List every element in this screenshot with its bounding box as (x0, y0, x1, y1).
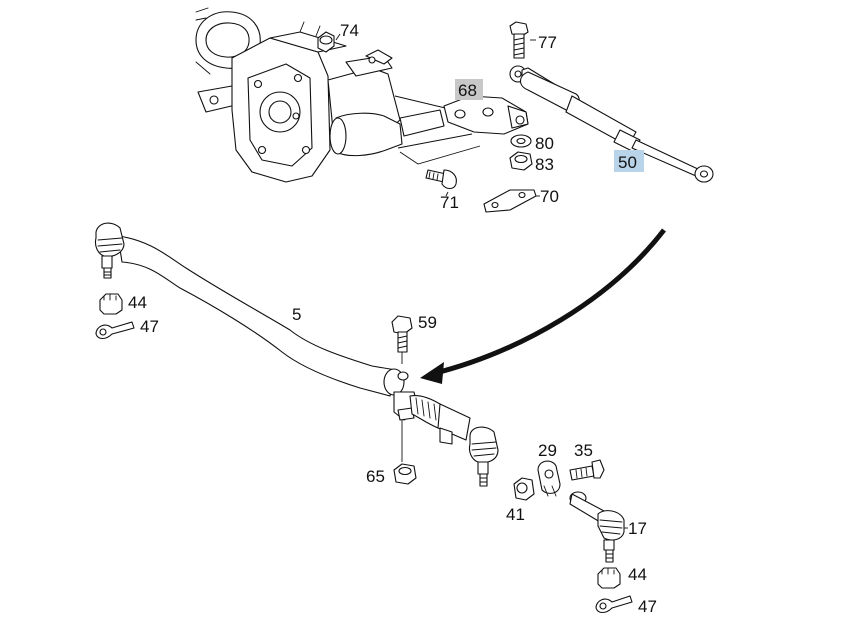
part-80-washer[interactable] (510, 134, 532, 148)
axle-housing (195, 7, 481, 183)
callout-5: 5 (292, 305, 301, 324)
part-68-bracket[interactable] (443, 95, 529, 135)
part-41-nut[interactable] (513, 477, 535, 501)
callout-41: 41 (506, 505, 525, 524)
callout-83: 83 (535, 155, 554, 174)
part-77-bolt[interactable] (509, 21, 536, 59)
part-83-nut[interactable] (509, 151, 533, 171)
callout-71: 71 (440, 193, 459, 212)
callout-50-highlight (614, 150, 644, 172)
callout-35: 35 (574, 441, 593, 460)
part-71-bolt[interactable] (425, 169, 457, 197)
tie-rod-left-ball-joint[interactable] (94, 222, 125, 279)
part-5-tie-rod[interactable] (117, 235, 409, 397)
tie-rod-clamp[interactable] (393, 391, 471, 462)
part-35-bolt[interactable] (569, 459, 605, 481)
part-47-cotter-pin-right[interactable] (595, 595, 633, 614)
callout-44-right: 44 (628, 565, 647, 584)
callout-50[interactable]: 50 (618, 153, 637, 172)
callout-77: 77 (538, 33, 557, 52)
callout-74: 74 (340, 21, 359, 40)
tie-rod-right-ball-joint[interactable] (468, 426, 499, 487)
part-70-plate[interactable] (483, 189, 540, 213)
callout-44-left: 44 (128, 293, 147, 312)
part-50-steering-damper[interactable] (509, 65, 714, 183)
callout-47-left: 47 (140, 317, 159, 336)
callout-70: 70 (540, 187, 559, 206)
callout-29: 29 (538, 441, 557, 460)
part-44-castle-nut-left[interactable] (99, 293, 123, 315)
callout-47-right: 47 (638, 597, 657, 616)
callout-17: 17 (628, 519, 647, 538)
callout-59: 59 (418, 313, 437, 332)
callout-68-highlight (455, 79, 483, 100)
callout-68[interactable]: 68 (458, 81, 477, 100)
callout-80: 80 (535, 134, 554, 153)
part-44-castle-nut-right[interactable] (597, 567, 621, 589)
part-17-tie-rod-end[interactable] (569, 491, 628, 563)
part-59-bolt[interactable] (391, 315, 413, 364)
callout-65: 65 (366, 467, 385, 486)
assembly-arrow (420, 228, 666, 384)
part-47-cotter-pin-left[interactable] (95, 321, 135, 340)
part-74-nut[interactable] (317, 31, 341, 53)
part-65-nut[interactable] (393, 463, 417, 485)
part-29-clamp[interactable] (537, 460, 561, 497)
